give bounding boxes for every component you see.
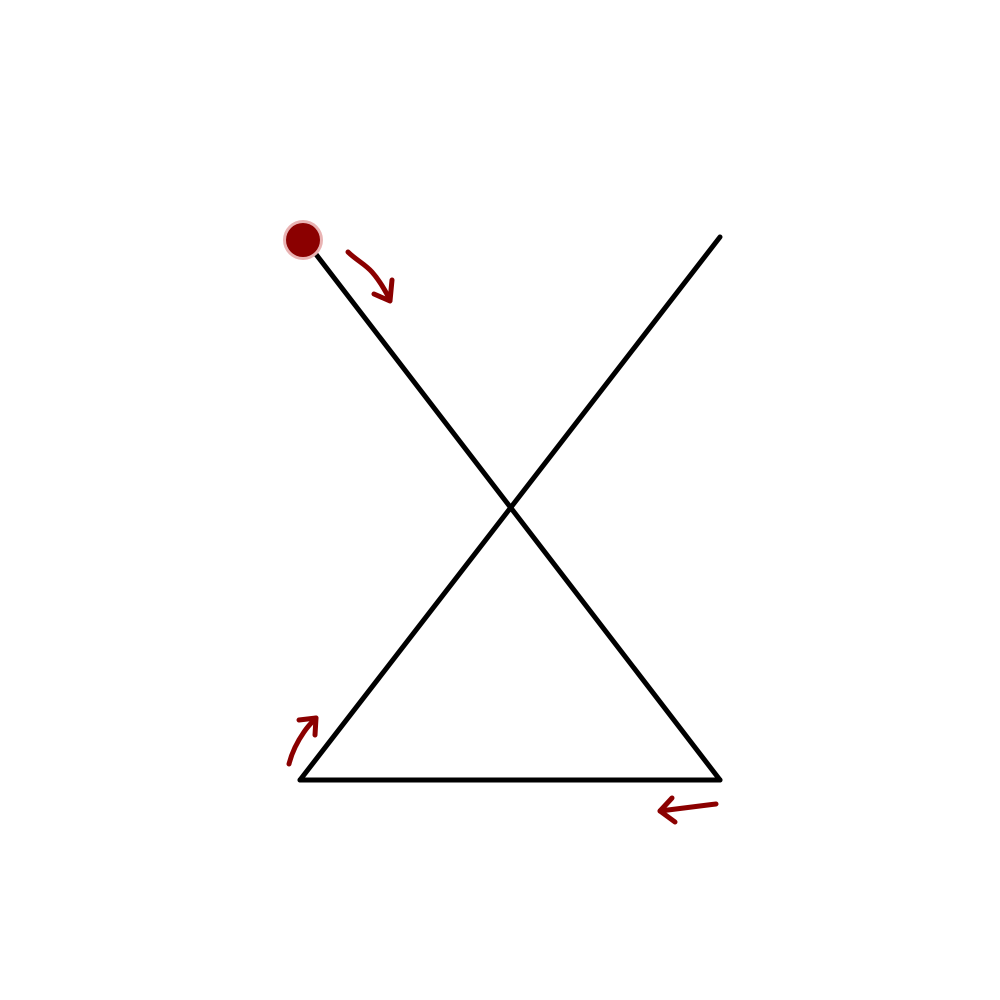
drawing-path (297, 234, 723, 783)
arrow-down-right-icon (345, 249, 395, 304)
direction-arrows (286, 249, 719, 825)
arrow-up-right-icon (286, 715, 319, 767)
stroke-3 (297, 234, 723, 783)
stroke-1 (302, 237, 723, 783)
start-dot (283, 220, 323, 260)
arrow-left-icon (657, 795, 719, 825)
